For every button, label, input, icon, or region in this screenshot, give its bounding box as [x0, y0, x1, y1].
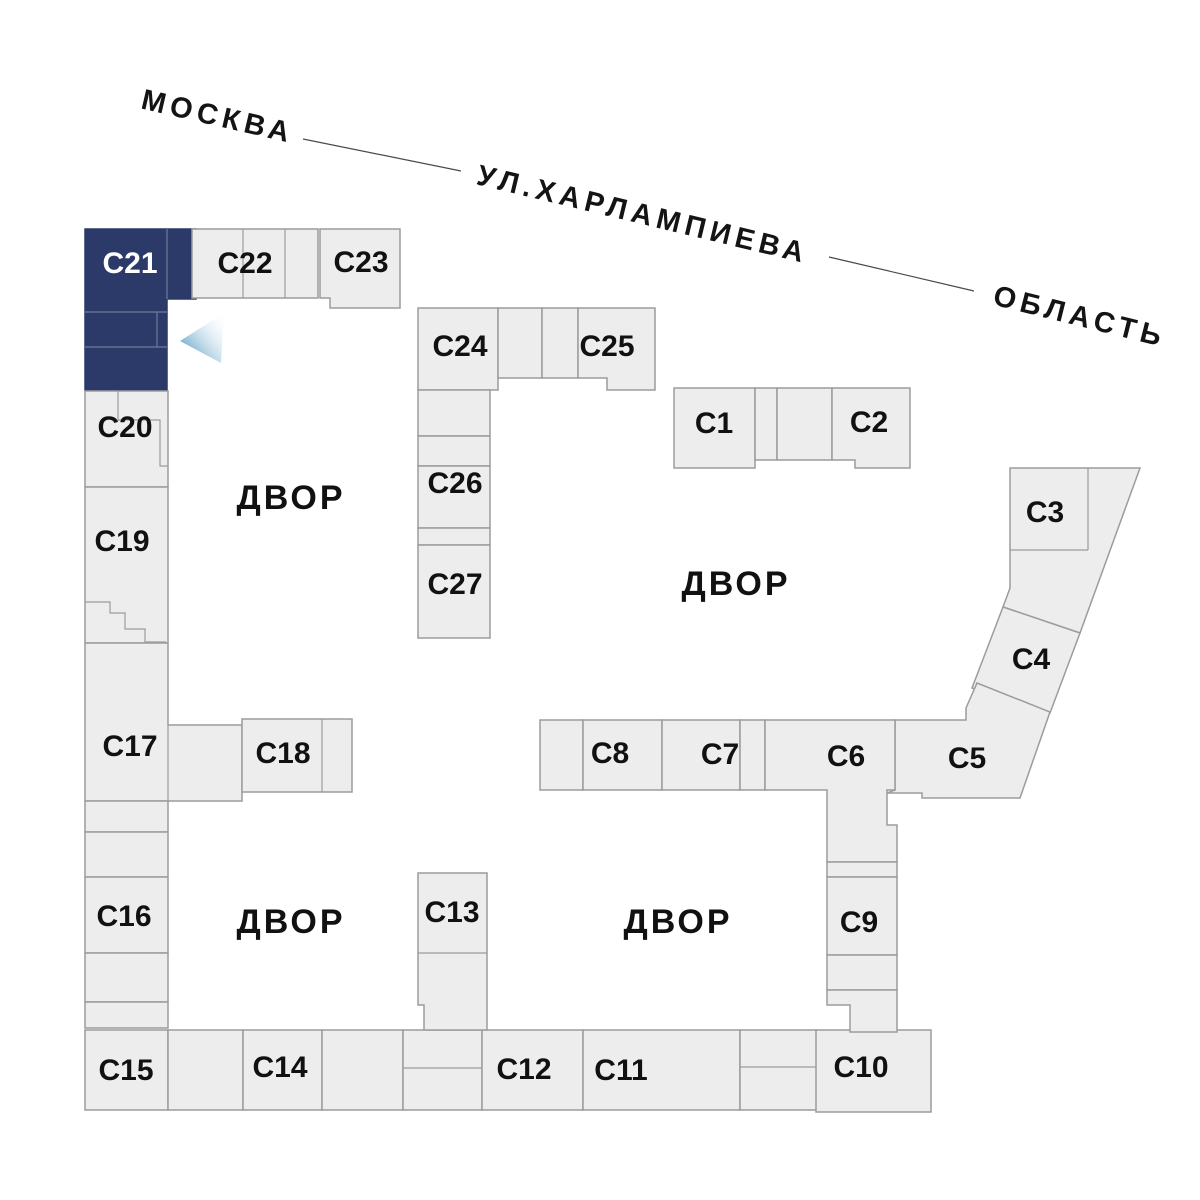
building-c22-label: С22	[217, 247, 272, 280]
building-c17[interactable]: С17	[84, 642, 243, 802]
building-c9-label: С9	[840, 906, 878, 939]
building-c5-label: С5	[948, 742, 986, 775]
building-c27-label: С27	[427, 568, 482, 601]
building-c14-label: С14	[252, 1051, 307, 1084]
building-section[interactable]	[417, 527, 491, 546]
building-c11-label: С11	[594, 1054, 647, 1087]
building-section[interactable]	[321, 1029, 404, 1111]
selection-arrow-icon	[180, 313, 224, 363]
building-section[interactable]	[539, 719, 584, 791]
building-c23-label: С23	[333, 246, 388, 279]
building-c4-label: С4	[1012, 643, 1051, 676]
courtyard-labels: ДВОР ДВОР ДВОР ДВОР	[236, 479, 790, 941]
building-section[interactable]	[497, 307, 543, 379]
street-line-right	[828, 256, 975, 292]
building-c21-label: С21	[102, 247, 157, 280]
building-c21[interactable]: С21	[84, 228, 197, 391]
building-c13[interactable]: С13	[417, 872, 488, 1031]
building-section[interactable]	[167, 1029, 244, 1111]
building-c15-label: С15	[98, 1054, 153, 1087]
building-c18[interactable]: С18	[241, 718, 353, 793]
building-c23[interactable]: С23	[319, 228, 401, 309]
left-column-sections[interactable]	[84, 800, 169, 878]
building-c25[interactable]: С25	[577, 307, 656, 391]
building-section[interactable]	[417, 389, 491, 437]
building-c22[interactable]: С22	[191, 228, 319, 299]
building-c24-label: С24	[432, 330, 487, 363]
building-section[interactable]	[417, 435, 491, 467]
building-c18-label: С18	[255, 737, 310, 770]
building-c1-label: С1	[695, 407, 733, 440]
building-c6[interactable]: С6	[764, 719, 898, 863]
street-label-moscow: МОСКВА	[138, 84, 297, 150]
courtyard-label-right: ДВОР	[681, 565, 790, 603]
building-section[interactable]	[754, 387, 778, 461]
courtyard-label-bottom-left: ДВОР	[236, 903, 345, 941]
building-c3[interactable]: С3	[1002, 467, 1142, 634]
building-section-step[interactable]	[402, 1029, 483, 1111]
building-c6-label: С6	[827, 740, 865, 773]
building-c26[interactable]: С26	[417, 465, 491, 529]
building-c25-label: С25	[579, 330, 634, 363]
building-c7-label: С7	[701, 738, 739, 771]
building-c16[interactable]: С16	[84, 876, 169, 954]
building-c8[interactable]: С8	[582, 719, 663, 791]
building-section[interactable]	[739, 719, 766, 791]
building-c8-label: С8	[591, 737, 629, 770]
building-c9[interactable]: С9	[826, 876, 898, 956]
building-c12-label: С12	[496, 1053, 551, 1086]
building-c19-label: С19	[94, 525, 149, 558]
building-section[interactable]	[826, 954, 898, 991]
left-column-sections-lower[interactable]	[84, 952, 169, 1029]
building-c13-label: С13	[424, 896, 479, 929]
building-c14[interactable]: С14	[242, 1029, 323, 1111]
building-c1[interactable]: С1	[673, 387, 756, 469]
building-c2[interactable]: С2	[831, 387, 911, 469]
building-c3-label: С3	[1026, 496, 1064, 529]
building-section[interactable]	[826, 861, 898, 878]
street-label-oblast: ОБЛАСТЬ	[990, 280, 1170, 354]
building-c17-label: С17	[102, 730, 157, 763]
building-section[interactable]	[541, 307, 579, 379]
courtyard-label-top-left: ДВОР	[236, 479, 345, 517]
street-label-kharlampieva: УЛ.ХАРЛАМПИЕВА	[474, 160, 812, 271]
building-section[interactable]	[776, 387, 833, 461]
building-c19[interactable]: С19	[84, 486, 169, 644]
building-c20[interactable]: С20	[84, 390, 169, 488]
building-c15[interactable]: С15	[84, 1029, 169, 1111]
courtyard-label-bottom-right: ДВОР	[623, 903, 732, 941]
building-c11[interactable]: С11	[582, 1029, 741, 1111]
building-c10[interactable]: С10	[815, 1029, 932, 1113]
building-section[interactable]	[826, 989, 898, 1033]
building-c16-label: С16	[96, 900, 151, 933]
street-line-left	[302, 138, 462, 172]
building-c10-label: С10	[833, 1051, 888, 1084]
building-c24[interactable]: С24	[417, 307, 499, 391]
building-c20-label: С20	[97, 411, 152, 444]
building-c26-label: С26	[427, 467, 482, 500]
building-c2-label: С2	[850, 406, 888, 439]
building-c5[interactable]: С5	[886, 682, 1051, 799]
building-c4[interactable]: С4	[971, 606, 1081, 714]
building-c12[interactable]: С12	[481, 1029, 584, 1111]
building-section-right[interactable]	[739, 1029, 818, 1111]
building-c27[interactable]: С27	[417, 544, 491, 639]
building-c7[interactable]: С7	[661, 719, 741, 791]
